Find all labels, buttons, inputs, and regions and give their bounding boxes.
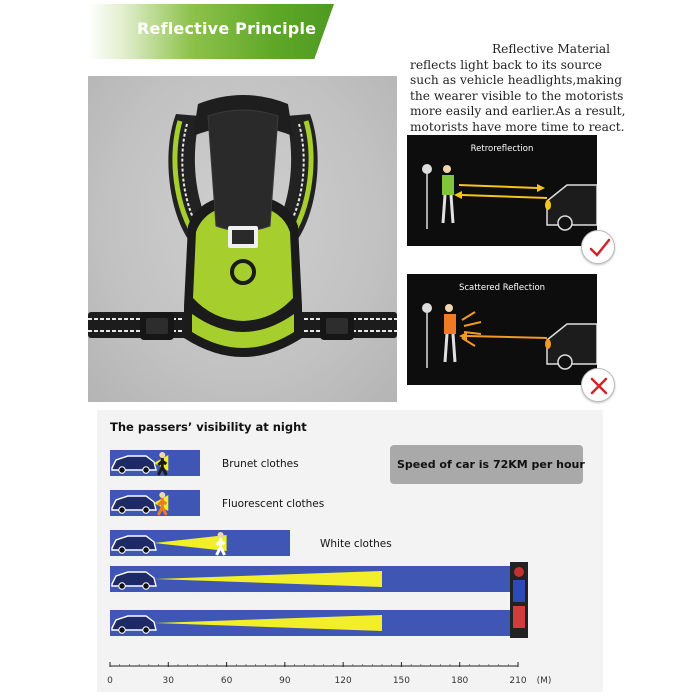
wheel-icon	[118, 582, 126, 590]
description-line: motorists have more time to react.	[410, 119, 625, 134]
axis-tick-label: 0	[107, 676, 113, 686]
cross-icon	[590, 377, 608, 395]
page-title: Reflective Principle	[137, 19, 317, 38]
headlight-beam	[154, 571, 382, 587]
visibility-bar-drawing	[111, 571, 382, 590]
retroreflection-illustration	[422, 164, 597, 231]
axis-tick-label: 30	[163, 676, 175, 686]
visibility-title: The passers’ visibility at night	[110, 420, 307, 434]
pedestrian-icon	[156, 452, 168, 476]
scattered-reflection-title: Scattered Reflection	[458, 283, 546, 293]
wheel-icon	[118, 466, 126, 474]
wheel-icon	[142, 626, 150, 634]
pedestrian-icon	[215, 532, 226, 556]
visibility-bar	[110, 610, 526, 636]
scattered-reflection-diagram: Scattered Reflection	[407, 274, 597, 385]
wheel-icon	[142, 466, 150, 474]
visibility-label: Brunet clothes	[222, 458, 299, 470]
description-line: Reflective Material	[492, 42, 611, 56]
axis-tick-label: 150	[393, 676, 410, 686]
wheel-icon	[118, 506, 126, 514]
check-mark	[581, 230, 615, 264]
cross-mark	[581, 368, 615, 402]
visibility-bar	[110, 450, 200, 476]
retroreflection-diagram: Retroreflection	[407, 135, 597, 246]
axis-tick-label: 60	[221, 676, 233, 686]
axis-tick-label: 120	[335, 676, 352, 686]
axis-tick-label: 180	[451, 676, 468, 686]
wearer-figure-icon	[510, 562, 528, 638]
visibility-label: Fluorescent clothes	[222, 498, 325, 510]
check-icon	[589, 238, 611, 257]
description-line: reflects light back to its source	[410, 57, 602, 72]
header-banner	[88, 4, 334, 59]
wheel-icon	[118, 546, 126, 554]
speed-label: Speed of car is 72KM per hour	[397, 458, 585, 471]
pedestrian-icon	[156, 492, 168, 516]
visibility-bar-drawing	[111, 615, 382, 634]
wheel-icon	[142, 582, 150, 590]
visibility-bar-drawing	[111, 492, 169, 516]
reflective-wearer	[510, 562, 528, 638]
scattered-reflection-illustration	[422, 303, 597, 370]
visibility-bar-drawing	[111, 452, 169, 476]
description-line: more easily and earlier.As a result,	[410, 104, 626, 119]
visibility-bar	[110, 490, 200, 516]
wheel-icon	[142, 546, 150, 554]
visibility-bar	[110, 566, 526, 592]
harness-photo	[88, 76, 397, 402]
axis-tick-label: 90	[279, 676, 291, 686]
description-line: such as vehicle headlights,making	[410, 73, 623, 88]
speed-badge	[390, 445, 583, 484]
axis-tick-label: 210	[509, 676, 526, 686]
wheel-icon	[142, 506, 150, 514]
reflective-description: Reflective Material reflects light back …	[410, 42, 630, 136]
headlight-beam	[154, 535, 227, 551]
visibility-bar-drawing	[111, 532, 227, 556]
headlight-beam	[154, 615, 382, 631]
visibility-bar	[110, 530, 290, 556]
visibility-label: White clothes	[320, 538, 392, 550]
retroreflection-title: Retroreflection	[470, 144, 534, 154]
axis-unit-label: (M)	[537, 676, 552, 686]
harness-illustration	[88, 95, 397, 357]
wheel-icon	[118, 626, 126, 634]
description-line: the wearer visible to the motorists	[410, 88, 624, 103]
